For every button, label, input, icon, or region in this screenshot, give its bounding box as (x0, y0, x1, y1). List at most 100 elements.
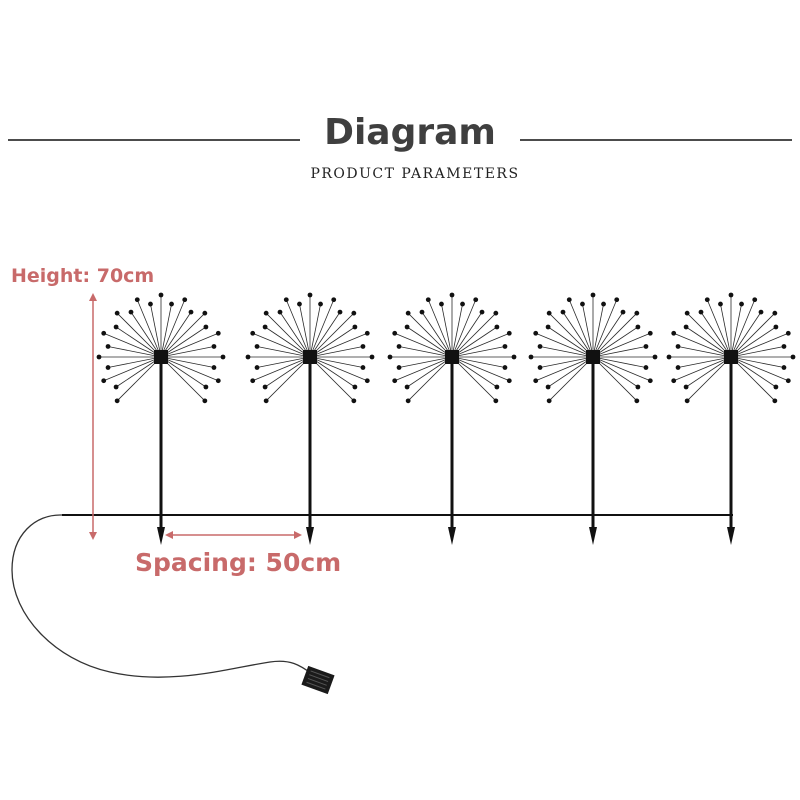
firework-stake-light-icon (96, 292, 226, 545)
led-bulb (360, 365, 366, 370)
led-bulb (283, 297, 289, 303)
led-bulb (493, 310, 499, 316)
led-bulb (101, 330, 107, 336)
led-bulb (790, 354, 796, 360)
led-bulb (773, 324, 779, 330)
led-bulb (675, 365, 681, 370)
led-bulb (772, 310, 778, 316)
led-bulb (369, 354, 375, 360)
led-bulb (671, 378, 677, 384)
led-bulb (545, 324, 551, 330)
led-bulb (493, 398, 499, 404)
led-bulb (364, 378, 370, 384)
firework-stake-light-icon (666, 292, 796, 545)
led-bulb (537, 365, 543, 370)
led-bulb (460, 301, 465, 307)
led-bulb (684, 310, 690, 316)
led-bulb (545, 384, 551, 390)
led-bulb (128, 309, 134, 315)
led-bulb (262, 384, 268, 390)
led-bulb (698, 309, 704, 315)
led-bulb (506, 378, 512, 384)
led-bulb (494, 324, 500, 330)
power-cable (11, 514, 313, 678)
led-bulb (635, 324, 641, 330)
height-label: Height: 70cm (11, 265, 155, 287)
led-bulb (634, 398, 640, 404)
led-bulb (671, 330, 677, 336)
page-subtitle: PRODUCT PARAMETERS (310, 166, 520, 182)
stake-lights-group (96, 292, 796, 545)
led-bulb (773, 384, 779, 390)
led-bulb (502, 365, 508, 370)
led-bulb (263, 310, 269, 316)
led-bulb (331, 297, 337, 303)
led-bulb (114, 310, 120, 316)
led-bulb (211, 365, 217, 370)
led-bulb (781, 344, 787, 349)
led-bulb (511, 354, 517, 360)
led-bulb (419, 309, 425, 315)
led-bulb (158, 292, 164, 298)
led-bulb (772, 398, 778, 404)
led-bulb (752, 297, 758, 303)
led-bulb (728, 292, 734, 298)
led-bulb (546, 310, 552, 316)
led-bulb (502, 344, 508, 349)
led-bulb (785, 330, 791, 336)
led-bulb (387, 354, 393, 360)
led-bulb (684, 398, 690, 404)
led-bulb (683, 324, 689, 330)
led-bulb (215, 378, 221, 384)
led-bulb (785, 378, 791, 384)
led-bulb (250, 378, 256, 384)
led-bulb (263, 398, 269, 404)
led-bulb (245, 354, 251, 360)
led-bulb (254, 365, 260, 370)
led-bulb (220, 354, 226, 360)
hub-box (445, 350, 459, 364)
led-bulb (590, 292, 596, 298)
led-bulb (537, 344, 543, 349)
led-bulb (666, 354, 672, 360)
led-bulb (392, 330, 398, 336)
led-bulb (352, 384, 358, 390)
led-bulb (704, 297, 710, 303)
led-bulb (297, 301, 302, 307)
firework-stake-light-icon (528, 292, 658, 545)
led-bulb (620, 309, 626, 315)
led-bulb (643, 344, 649, 349)
led-bulb (364, 330, 370, 336)
led-bulb (425, 297, 431, 303)
led-bulb (360, 344, 366, 349)
led-bulb (351, 398, 357, 404)
led-bulb (202, 310, 208, 316)
led-bulb (528, 354, 534, 360)
led-bulb (739, 301, 744, 307)
led-bulb (96, 354, 102, 360)
led-bulb (105, 344, 111, 349)
led-bulb (351, 310, 357, 316)
led-bulb (533, 330, 539, 336)
led-bulb (405, 310, 411, 316)
led-bulb (647, 378, 653, 384)
hub-box (303, 350, 317, 364)
led-bulb (439, 301, 444, 307)
led-bulb (718, 301, 723, 307)
plug-connector-icon (301, 665, 335, 695)
firework-stake-light-icon (245, 292, 375, 545)
led-bulb (601, 301, 606, 307)
led-bulb (392, 378, 398, 384)
led-bulb (404, 384, 410, 390)
led-bulb (781, 365, 787, 370)
led-bulb (148, 301, 153, 307)
led-bulb (647, 330, 653, 336)
led-bulb (113, 384, 119, 390)
led-bulb (211, 344, 217, 349)
led-bulb (758, 309, 764, 315)
led-bulb (533, 378, 539, 384)
led-bulb (114, 398, 120, 404)
led-bulb (560, 309, 566, 315)
spacing-label: Spacing: 50cm (135, 548, 342, 577)
